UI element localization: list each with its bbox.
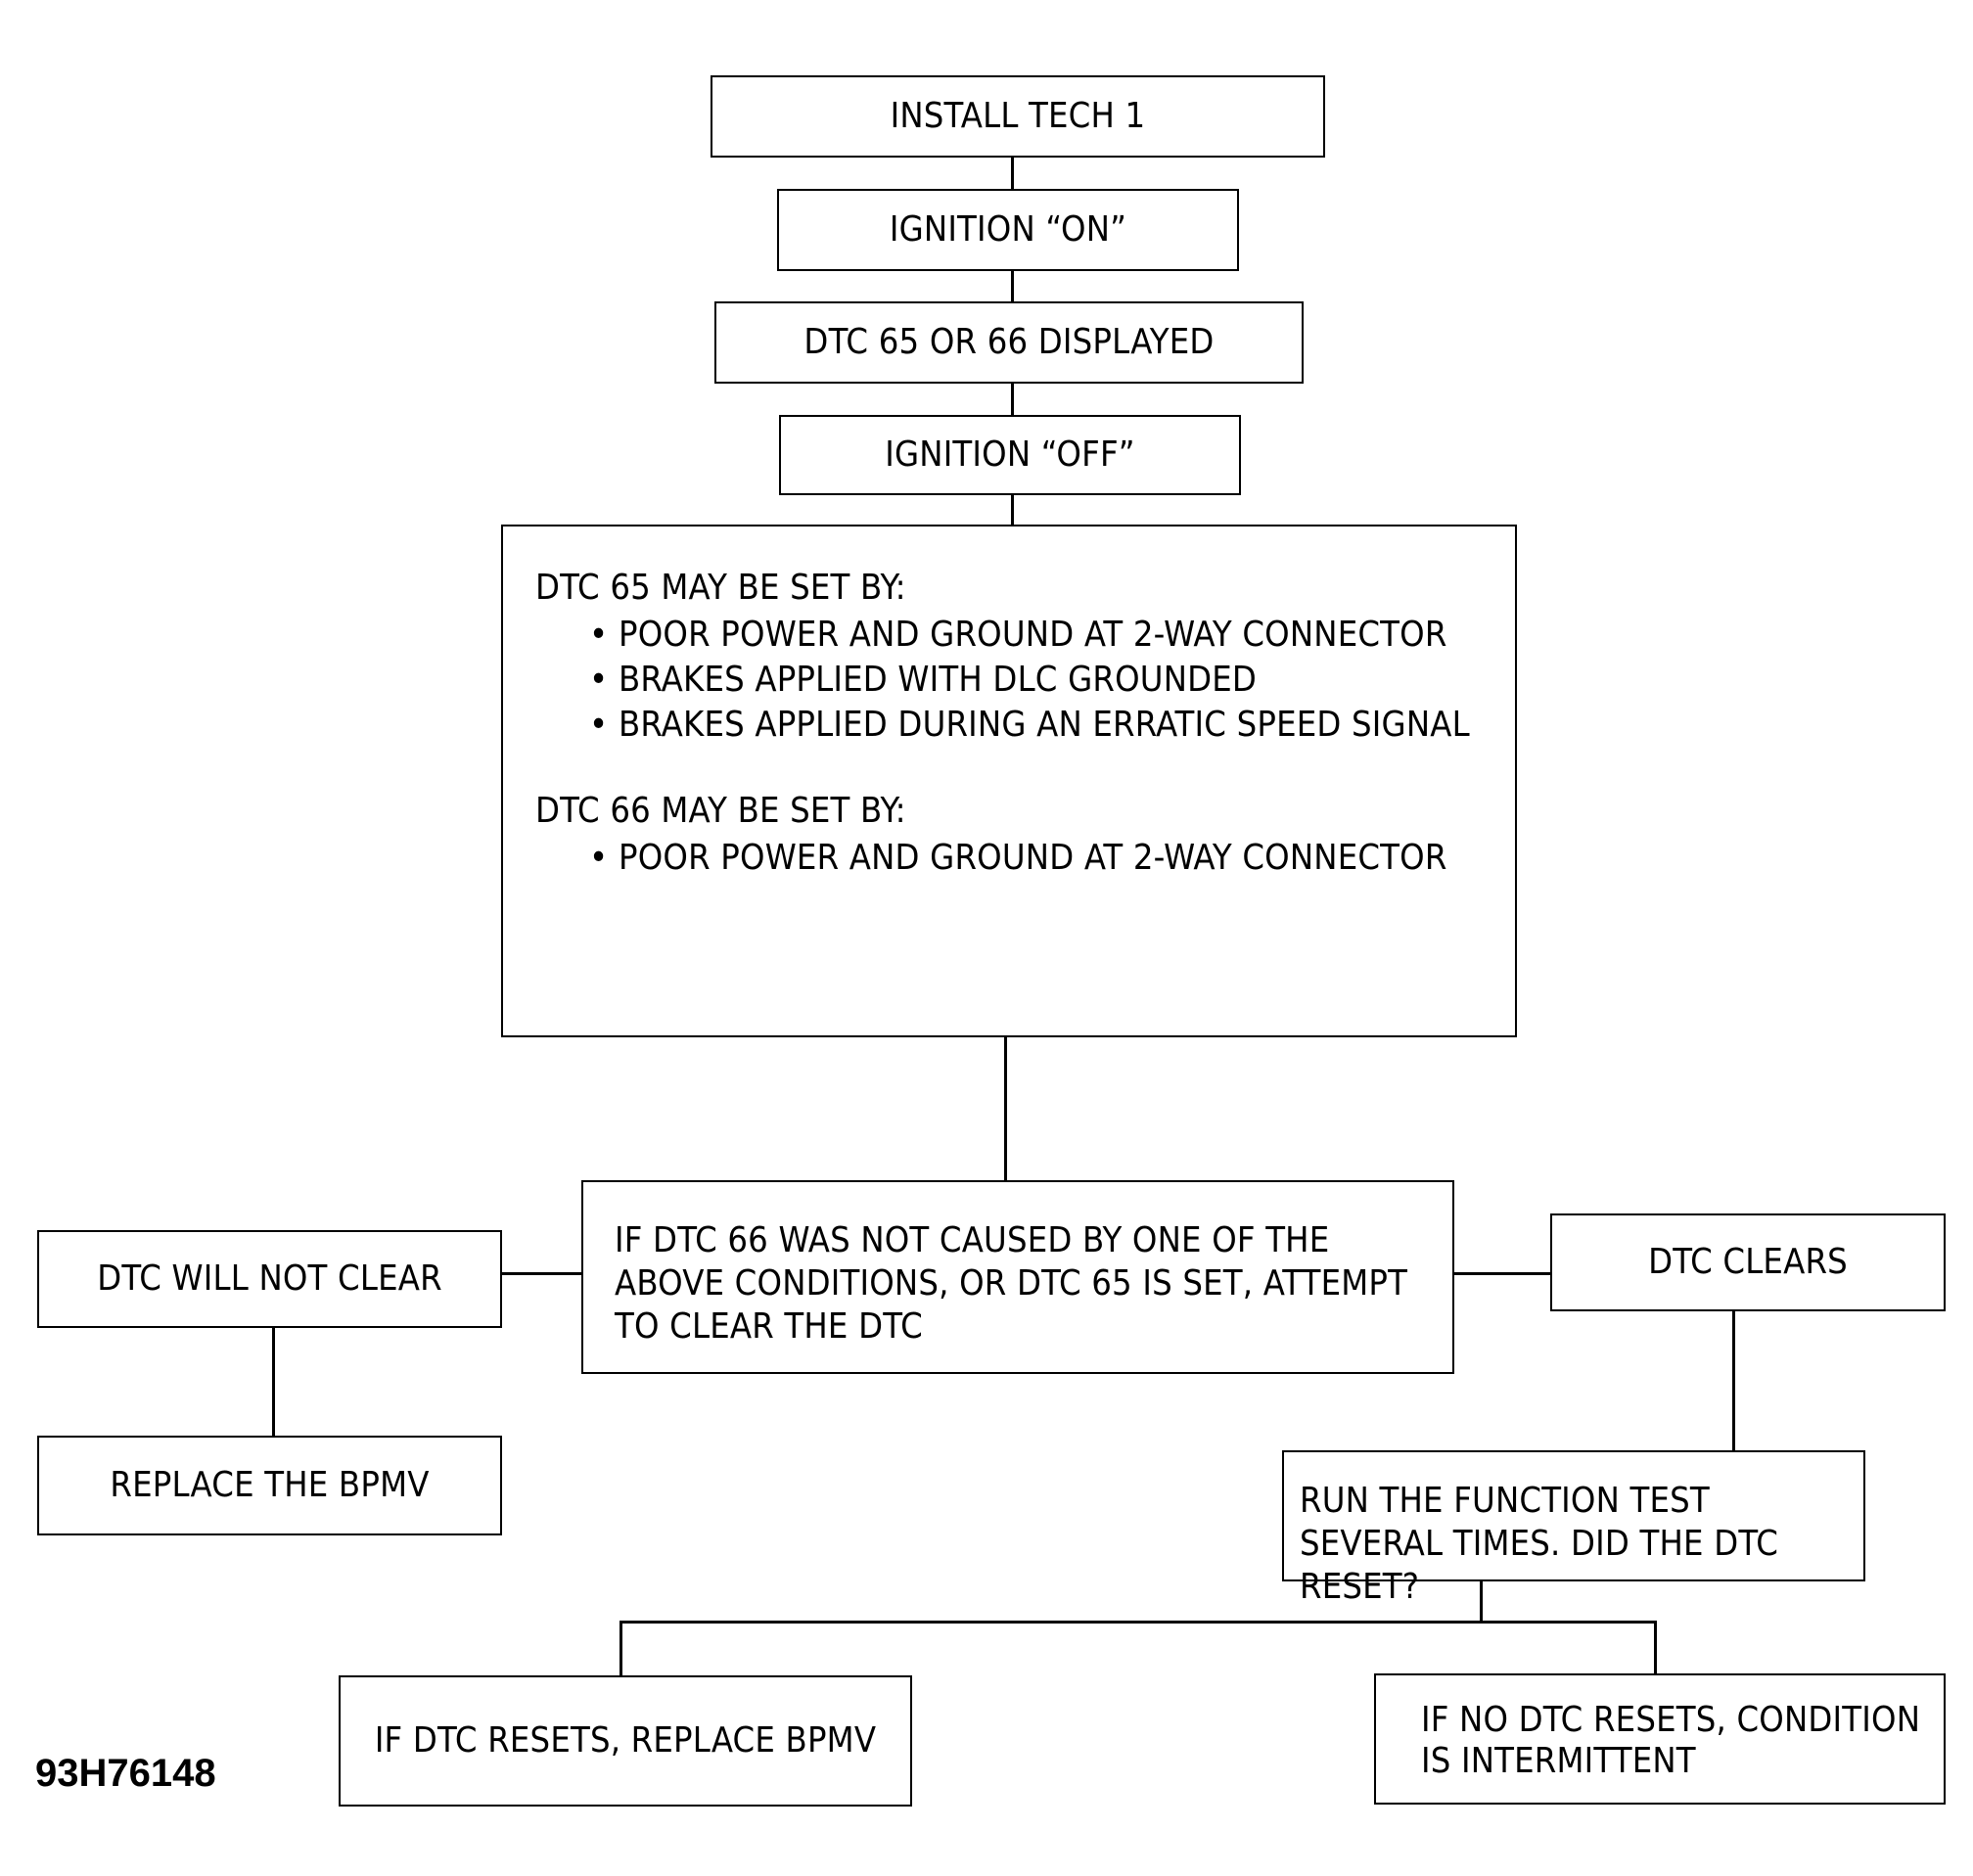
- attempt-clear-text: IF DTC 66 WAS NOT CAUSED BY ONE OF THE A…: [615, 1220, 1408, 1347]
- install-tech-box: INSTALL TECH 1: [711, 75, 1325, 158]
- dtc-clears-label: DTC CLEARS: [1648, 1242, 1848, 1282]
- connector-line: [1011, 270, 1014, 303]
- connector-line: [619, 1621, 1656, 1624]
- bullet-icon: •: [589, 660, 609, 700]
- dtc65-heading: DTC 65 MAY BE SET BY:: [535, 568, 906, 608]
- ignition-off-label: IGNITION “OFF”: [885, 435, 1135, 475]
- connector-line: [500, 1272, 582, 1275]
- list-item: •BRAKES APPLIED DURING AN ERRATIC SPEED …: [589, 703, 1495, 748]
- if-resets-box: IF DTC RESETS, REPLACE BPMV: [339, 1675, 912, 1807]
- attempt-clear-box: IF DTC 66 WAS NOT CAUSED BY ONE OF THE A…: [581, 1180, 1454, 1374]
- if-resets-label: IF DTC RESETS, REPLACE BPMV: [374, 1720, 877, 1761]
- function-test-box: RUN THE FUNCTION TEST SEVERAL TIMES. DID…: [1282, 1450, 1865, 1607]
- replace-bpmv-label: REPLACE THE BPMV: [110, 1465, 430, 1505]
- connector-line: [1480, 1579, 1483, 1623]
- dtc-displayed-box: DTC 65 OR 66 DISPLAYED: [714, 301, 1304, 384]
- ignition-on-box: IGNITION “ON”: [777, 189, 1239, 271]
- connector-line: [1011, 494, 1014, 526]
- function-test-text: RUN THE FUNCTION TEST SEVERAL TIMES. DID…: [1300, 1481, 1779, 1607]
- connector-line: [1453, 1272, 1551, 1275]
- connector-line: [1011, 382, 1014, 417]
- ignition-off-box: IGNITION “OFF”: [779, 415, 1241, 495]
- figure-id: 93H76148: [35, 1752, 216, 1795]
- dtc65-cause-list: •POOR POWER AND GROUND AT 2-WAY CONNECTO…: [535, 613, 1495, 748]
- connector-line: [1004, 1037, 1007, 1182]
- cause-text: POOR POWER AND GROUND AT 2-WAY CONNECTOR: [619, 615, 1447, 655]
- connector-line: [619, 1621, 622, 1677]
- connector-line: [1011, 157, 1014, 190]
- dtc-clears-box: DTC CLEARS: [1550, 1213, 1946, 1311]
- list-item: •BRAKES APPLIED WITH DLC GROUNDED: [589, 658, 1495, 703]
- bullet-icon: •: [589, 615, 609, 655]
- connector-line: [1732, 1309, 1735, 1452]
- replace-bpmv-box: REPLACE THE BPMV: [37, 1436, 502, 1535]
- will-not-clear-label: DTC WILL NOT CLEAR: [97, 1258, 442, 1299]
- connector-line: [272, 1326, 275, 1438]
- list-item: •POOR POWER AND GROUND AT 2-WAY CONNECTO…: [589, 613, 1495, 658]
- list-item: •POOR POWER AND GROUND AT 2-WAY CONNECTO…: [589, 836, 1495, 881]
- install-tech-label: INSTALL TECH 1: [890, 96, 1146, 136]
- cause-text: POOR POWER AND GROUND AT 2-WAY CONNECTOR: [619, 838, 1447, 878]
- ignition-on-label: IGNITION “ON”: [889, 209, 1127, 250]
- dtc-displayed-label: DTC 65 OR 66 DISPLAYED: [803, 322, 1215, 362]
- if-no-resets-text: IF NO DTC RESETS, CONDITION IS INTERMITT…: [1421, 1700, 1921, 1781]
- if-no-resets-box: IF NO DTC RESETS, CONDITION IS INTERMITT…: [1374, 1673, 1946, 1805]
- will-not-clear-box: DTC WILL NOT CLEAR: [37, 1230, 502, 1328]
- bullet-icon: •: [589, 838, 609, 878]
- dtc66-cause-list: •POOR POWER AND GROUND AT 2-WAY CONNECTO…: [535, 836, 1495, 881]
- connector-line: [1654, 1621, 1657, 1675]
- cause-text: BRAKES APPLIED DURING AN ERRATIC SPEED S…: [619, 705, 1470, 745]
- dtc-causes-box: DTC 65 MAY BE SET BY: •POOR POWER AND GR…: [501, 525, 1517, 1037]
- dtc66-heading: DTC 66 MAY BE SET BY:: [535, 791, 906, 831]
- bullet-icon: •: [589, 705, 609, 745]
- cause-text: BRAKES APPLIED WITH DLC GROUNDED: [619, 660, 1258, 700]
